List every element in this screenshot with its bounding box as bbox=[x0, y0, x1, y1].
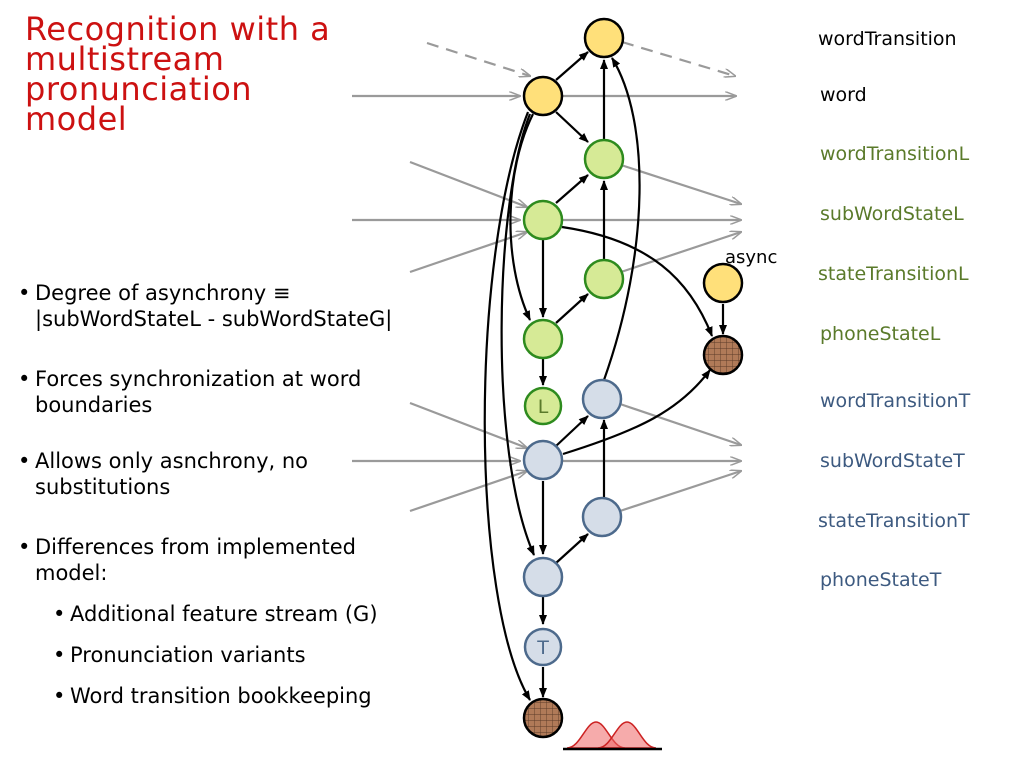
grey-arrow bbox=[619, 471, 741, 513]
bullet-dot: • bbox=[18, 367, 31, 391]
grey-arrow bbox=[620, 163, 741, 204]
node-wordtransitionT bbox=[581, 378, 623, 420]
node-async bbox=[702, 262, 744, 304]
variable-label: word bbox=[820, 84, 867, 106]
variable-label: stateTransitionT bbox=[818, 510, 970, 532]
node-T bbox=[523, 627, 563, 667]
arrow-word-to-phoneT bbox=[500, 113, 536, 556]
bullet-text: Allows only asnchrony, no substitutions bbox=[35, 449, 309, 499]
node-subwordstateL bbox=[522, 199, 564, 241]
sub-bullet-text: Pronunciation variants bbox=[70, 643, 306, 667]
arrow-word-to-obs bbox=[483, 111, 531, 701]
bullet-dot: • bbox=[53, 602, 66, 626]
variable-label: wordTransition bbox=[818, 28, 957, 50]
dashed-arrow bbox=[621, 40, 735, 76]
variable-label: wordTransitionT bbox=[820, 390, 971, 412]
sub-bullet-text: Additional feature stream (G) bbox=[70, 602, 378, 626]
grey-arrow bbox=[619, 402, 741, 445]
grey-arrow bbox=[409, 401, 527, 448]
arrow-word-to-phoneL bbox=[509, 113, 534, 321]
node-statetransitionT bbox=[581, 496, 623, 538]
bullet-dot: • bbox=[53, 643, 66, 667]
grey-arrow bbox=[409, 160, 527, 207]
arrow-phoneL-to-statetransL bbox=[555, 293, 589, 324]
arrow-phoneT-to-statetransT bbox=[555, 533, 589, 564]
variable-label: stateTransitionL bbox=[818, 263, 969, 285]
node-observation bbox=[522, 697, 564, 739]
gaussian-mixture-icon bbox=[563, 721, 662, 751]
async-label: async bbox=[725, 247, 777, 268]
variable-label: subWordStateT bbox=[820, 450, 965, 472]
arrow-subwordL-to-check bbox=[561, 225, 714, 337]
node-phonestateL bbox=[522, 318, 564, 360]
node-L bbox=[523, 386, 563, 426]
node-wordtransition bbox=[583, 17, 625, 59]
bullet-text: Forces synchronization at word boundarie… bbox=[35, 367, 362, 417]
grey-arrow bbox=[409, 232, 527, 274]
nodes bbox=[522, 17, 744, 739]
arrow-wordtransT-to-wordtrans bbox=[602, 57, 641, 381]
variable-label: phoneStateL bbox=[820, 323, 941, 345]
node-L-label: L bbox=[538, 396, 549, 418]
node-word bbox=[522, 75, 564, 117]
bullet-text: Differences from implemented model: bbox=[35, 535, 356, 585]
arrow-subwordT-to-check bbox=[562, 369, 711, 456]
node-phonestateT bbox=[522, 556, 564, 598]
variable-label: subWordStateL bbox=[820, 203, 964, 225]
bullet-dot: • bbox=[18, 449, 31, 473]
arrow-word-to-wordtransition bbox=[555, 51, 589, 81]
grey-arrow bbox=[620, 232, 741, 274]
node-subwordstateT bbox=[522, 439, 564, 481]
arrow-subwordT-to-wordtransT bbox=[555, 415, 589, 447]
node-wordtransitionL bbox=[583, 138, 625, 180]
grey-arrow bbox=[409, 471, 527, 513]
variable-label: phoneStateT bbox=[820, 569, 942, 591]
bullet-dot: • bbox=[18, 535, 31, 559]
dashed-arrow bbox=[426, 41, 530, 76]
grey-arrows bbox=[352, 40, 741, 513]
node-statetransitionL bbox=[583, 258, 625, 300]
node-check bbox=[702, 334, 744, 376]
arrow-word-to-wordtransitionL bbox=[555, 111, 589, 143]
arrow-subwordL-to-wordtransitionL bbox=[555, 174, 589, 204]
node-T-label: T bbox=[536, 637, 549, 659]
sub-bullet-text: Word transition bookkeeping bbox=[70, 684, 372, 708]
bullet-dot: • bbox=[18, 281, 31, 305]
variable-label: wordTransitionL bbox=[820, 143, 970, 165]
bullet-dot: • bbox=[53, 684, 66, 708]
bullet-text: Degree of asynchrony ≡ |subWordStateL - … bbox=[35, 281, 393, 331]
variable-labels: wordTransition word wordTransitionL subW… bbox=[818, 28, 971, 591]
dependency-arrows bbox=[483, 51, 727, 701]
